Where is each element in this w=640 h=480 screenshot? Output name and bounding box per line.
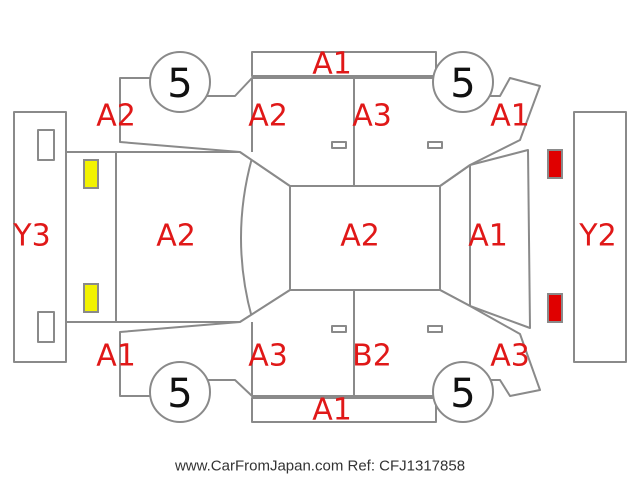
- tire-grade-top-right: 5: [450, 61, 475, 107]
- code-rear-quarter-top: A2: [96, 99, 136, 134]
- front-bumper: [573, 111, 627, 363]
- tire-grade-bottom-left: 5: [167, 371, 192, 417]
- code-rear-quarter-bottom: A1: [96, 339, 136, 374]
- footer-reference: www.CarFromJapan.com Ref: CFJ1317858: [174, 458, 465, 475]
- door-handle-bottom-2: [427, 325, 443, 333]
- tire-bottom-left: 5: [149, 361, 211, 423]
- code-front-door-bottom: B2: [352, 339, 392, 374]
- code-rear-bumper: Y3: [12, 219, 50, 254]
- rear-bumper-detail-top: [37, 129, 55, 161]
- top-sill: [251, 51, 437, 77]
- code-front-fender-bottom: A3: [490, 339, 530, 374]
- code-trunk: A2: [156, 219, 196, 254]
- tire-grade-top-left: 5: [167, 61, 192, 107]
- tire-bottom-right: 5: [432, 361, 494, 423]
- door-handle-bottom-1: [331, 325, 347, 333]
- top-side-panel: [119, 77, 541, 187]
- code-bottom-sill: A1: [312, 393, 352, 428]
- code-roof-strip: A1: [312, 47, 352, 82]
- bottom-sill: [251, 397, 437, 423]
- code-rear-door-bottom: A3: [248, 339, 288, 374]
- code-front-door-top: A3: [352, 99, 392, 134]
- rear-light-bottom: [83, 283, 99, 313]
- tire-grade-bottom-right: 5: [450, 371, 475, 417]
- front-light-top: [547, 149, 563, 179]
- tire-top-left: 5: [149, 51, 211, 113]
- door-handle-top-2: [427, 141, 443, 149]
- code-roof: A2: [340, 219, 380, 254]
- code-hood: A1: [468, 219, 508, 254]
- code-front-fender-top: A1: [490, 99, 530, 134]
- rear-light-top: [83, 159, 99, 189]
- door-handle-top-1: [331, 141, 347, 149]
- tire-top-right: 5: [432, 51, 494, 113]
- code-front-bumper: Y2: [578, 219, 616, 254]
- code-rear-door-top: A2: [248, 99, 288, 134]
- rear-bumper-detail-bottom: [37, 311, 55, 343]
- front-light-bottom: [547, 293, 563, 323]
